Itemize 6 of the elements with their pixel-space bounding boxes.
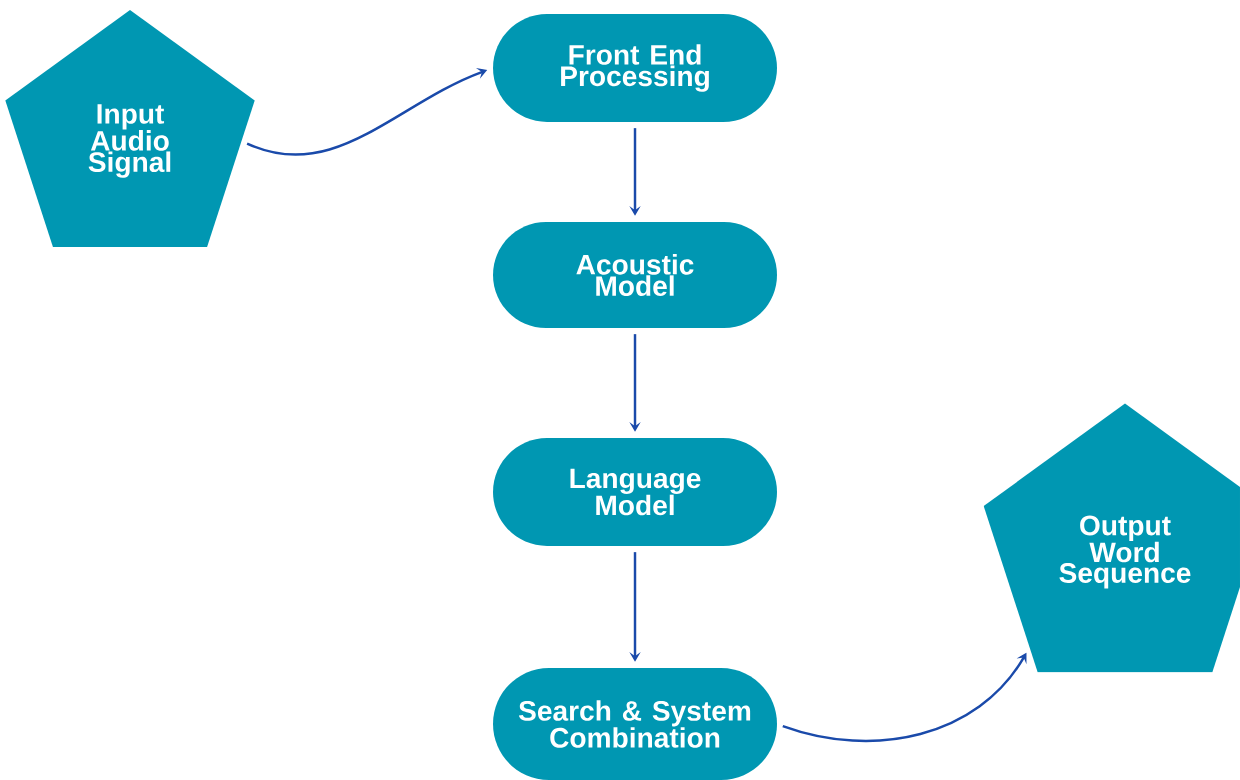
pentagon-node: Output Word Sequence	[983, 403, 1240, 673]
process-box: Front End Processing	[493, 14, 777, 122]
process-box: Language Model	[493, 438, 777, 546]
process-box: Search & System Combination	[493, 668, 777, 780]
pentagon-node: Input Audio Signal	[5, 9, 255, 248]
process-box: Acoustic Model	[493, 222, 777, 328]
